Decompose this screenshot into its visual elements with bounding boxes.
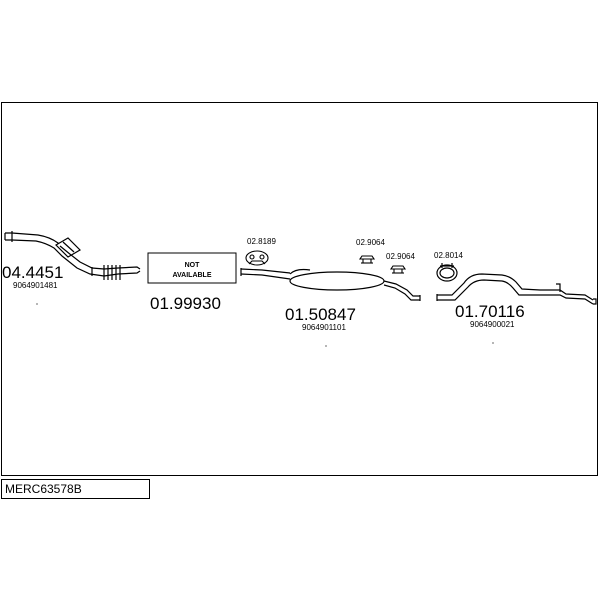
reference-box: MERC63578B (1, 479, 150, 499)
rubber-mount-02-9064-b (389, 265, 407, 274)
part-number-04-4451: 04.4451 (2, 263, 63, 282)
marker-dot (325, 345, 327, 347)
tail-pipe-assembly (436, 273, 597, 305)
oem-number-9064901101: 9064901101 (302, 323, 346, 332)
not-available-box (147, 252, 237, 284)
clamp-02-8014 (436, 263, 458, 282)
diagram-frame (1, 102, 598, 476)
part-number-01-50847: 01.50847 (285, 305, 356, 324)
fitting-number-02-8014: 02.8014 (434, 251, 463, 260)
catalytic-converter-assembly (4, 231, 141, 280)
oem-number-9064901481: 9064901481 (13, 281, 58, 290)
part-number-01-99930: 01.99930 (150, 294, 221, 313)
fitting-number-02-9064-b: 02.9064 (386, 252, 415, 261)
middle-silencer-assembly (240, 268, 421, 301)
not-available-line2: AVAILABLE (172, 272, 211, 279)
marker-dot (36, 303, 38, 305)
part-number-01-70116: 01.70116 (455, 302, 525, 321)
marker-dot (492, 342, 494, 344)
reference-code: MERC63578B (5, 482, 82, 496)
rubber-mount-02-8189 (245, 250, 269, 266)
not-available-line1: NOT (185, 262, 201, 269)
fitting-number-02-8189: 02.8189 (247, 237, 276, 246)
fitting-number-02-9064-a: 02.9064 (356, 238, 385, 247)
oem-number-9064900021: 9064900021 (470, 320, 515, 329)
rubber-mount-02-9064-a (358, 255, 376, 264)
